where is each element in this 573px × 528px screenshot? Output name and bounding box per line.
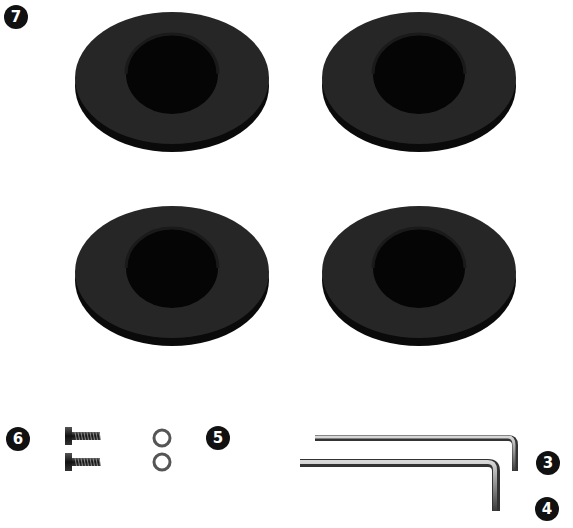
callout-number: 3 [536, 451, 560, 475]
callout-number: 6 [6, 427, 30, 451]
callout-number: 4 [535, 497, 559, 521]
bolt [65, 427, 101, 445]
washer [154, 454, 170, 470]
rubber-foot [75, 206, 269, 346]
rubber-foot [322, 206, 516, 346]
washer [154, 430, 170, 446]
callout-number: 7 [4, 5, 28, 29]
hex-key [300, 462, 496, 511]
bolt [65, 453, 101, 471]
rubber-foot [322, 12, 516, 152]
callout-number: 5 [206, 426, 230, 450]
rubber-foot [75, 12, 269, 152]
